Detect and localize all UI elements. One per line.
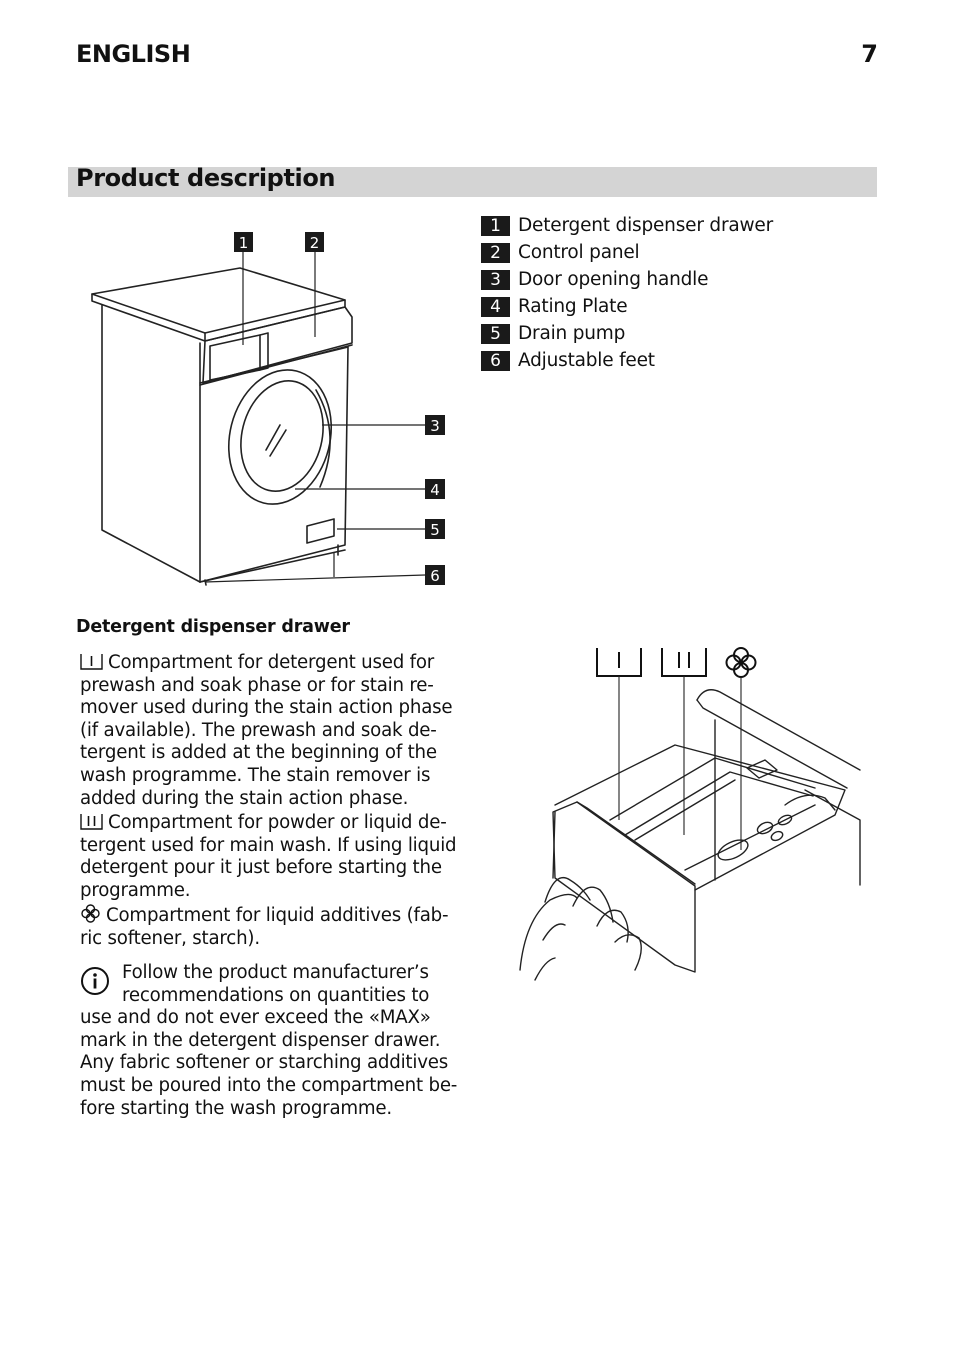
text-line: tergent used for main wash. If using liq… [80,834,457,856]
legend-number: 3 [481,269,510,290]
section-title: Product description [76,164,336,192]
text-line: added during the stain action phase. [80,787,409,809]
text-line: mover used during the stain action phase [80,697,453,719]
softener-flower-icon [81,904,100,923]
legend-item: 1 Detergent dispenser drawer [481,212,773,239]
text-line: Compartment for liquid additives (fab- [106,905,449,926]
main-wash-compartment-icon [80,814,103,830]
callout-5: 5 [425,519,445,539]
legend-number: 2 [481,242,510,263]
compartment-3-description: Compartment for liquid additives (fab- r… [80,904,450,950]
legend-label: Control panel [518,242,640,263]
legend-number: 4 [481,296,510,317]
parts-legend: 1 Detergent dispenser drawer 2 Control p… [481,212,773,374]
softener-flower-icon [725,647,757,678]
text-line: mark in the detergent dispenser drawer. [80,1029,441,1051]
text-line: prewash and soak phase or for stain re- [80,674,434,696]
page-number: 7 [861,40,878,68]
dispenser-drawer-illustration [519,647,861,981]
legend-label: Drain pump [518,323,626,344]
main-wash-compartment-icon [661,648,707,677]
svg-text:4: 4 [430,481,440,499]
compartment-2-description: Compartment for powder or liquid de- ter… [80,812,457,902]
legend-item: 5 Drain pump [481,320,773,347]
legend-label: Detergent dispenser drawer [518,215,774,236]
text-line: ric softener, starch). [80,927,260,949]
legend-label: Adjustable feet [518,350,655,371]
text-line: programme. [80,879,191,901]
text-line: recommendations on quantities to [122,984,430,1006]
prewash-compartment-icon [80,654,103,670]
text-line: Compartment for detergent used for [108,652,435,673]
text-line: use and do not ever exceed the «MAX» [80,1007,431,1029]
legend-item: 6 Adjustable feet [481,347,773,374]
legend-label: Rating Plate [518,296,628,317]
callout-4: 4 [425,479,445,499]
legend-item: 2 Control panel [481,239,773,266]
callout-1: 1 [234,232,253,252]
svg-text:2: 2 [310,234,320,252]
text-line: Follow the product manufacturer’s [122,962,429,983]
text-line: wash programme. The stain remover is [80,764,431,786]
text-line: fore starting the wash programme. [80,1097,393,1119]
washing-machine-illustration: 1 2 3 4 5 6 [91,232,445,586]
header-language: ENGLISH [76,40,191,68]
legend-label: Door opening handle [518,269,709,290]
legend-item: 3 Door opening handle [481,266,773,293]
svg-text:5: 5 [430,521,440,539]
info-icon [81,967,109,995]
svg-text:3: 3 [430,417,440,435]
legend-number: 6 [481,350,510,371]
svg-text:6: 6 [430,567,440,585]
legend-item: 4 Rating Plate [481,293,773,320]
text-line: Compartment for powder or liquid de- [108,812,447,833]
text-line: (if available). The prewash and soak de- [80,719,437,741]
callout-6: 6 [425,565,445,585]
section-title-bar [68,167,877,197]
legend-number: 5 [481,323,510,344]
compartment-1-description: Compartment for detergent used for prewa… [80,652,453,810]
svg-text:1: 1 [239,234,249,252]
info-note: Follow the product manufacturer’s recomm… [80,962,460,1120]
text-line: must be poured into the compartment be- [80,1074,458,1096]
text-line: detergent pour it just before starting t… [80,857,442,879]
text-line: Any fabric softener or starching additiv… [80,1052,449,1074]
legend-number: 1 [481,215,510,236]
callout-3: 3 [425,415,445,435]
text-line: tergent is added at the beginning of the [80,742,437,764]
dispenser-heading: Detergent dispenser drawer [76,617,350,637]
callout-2: 2 [305,232,324,252]
